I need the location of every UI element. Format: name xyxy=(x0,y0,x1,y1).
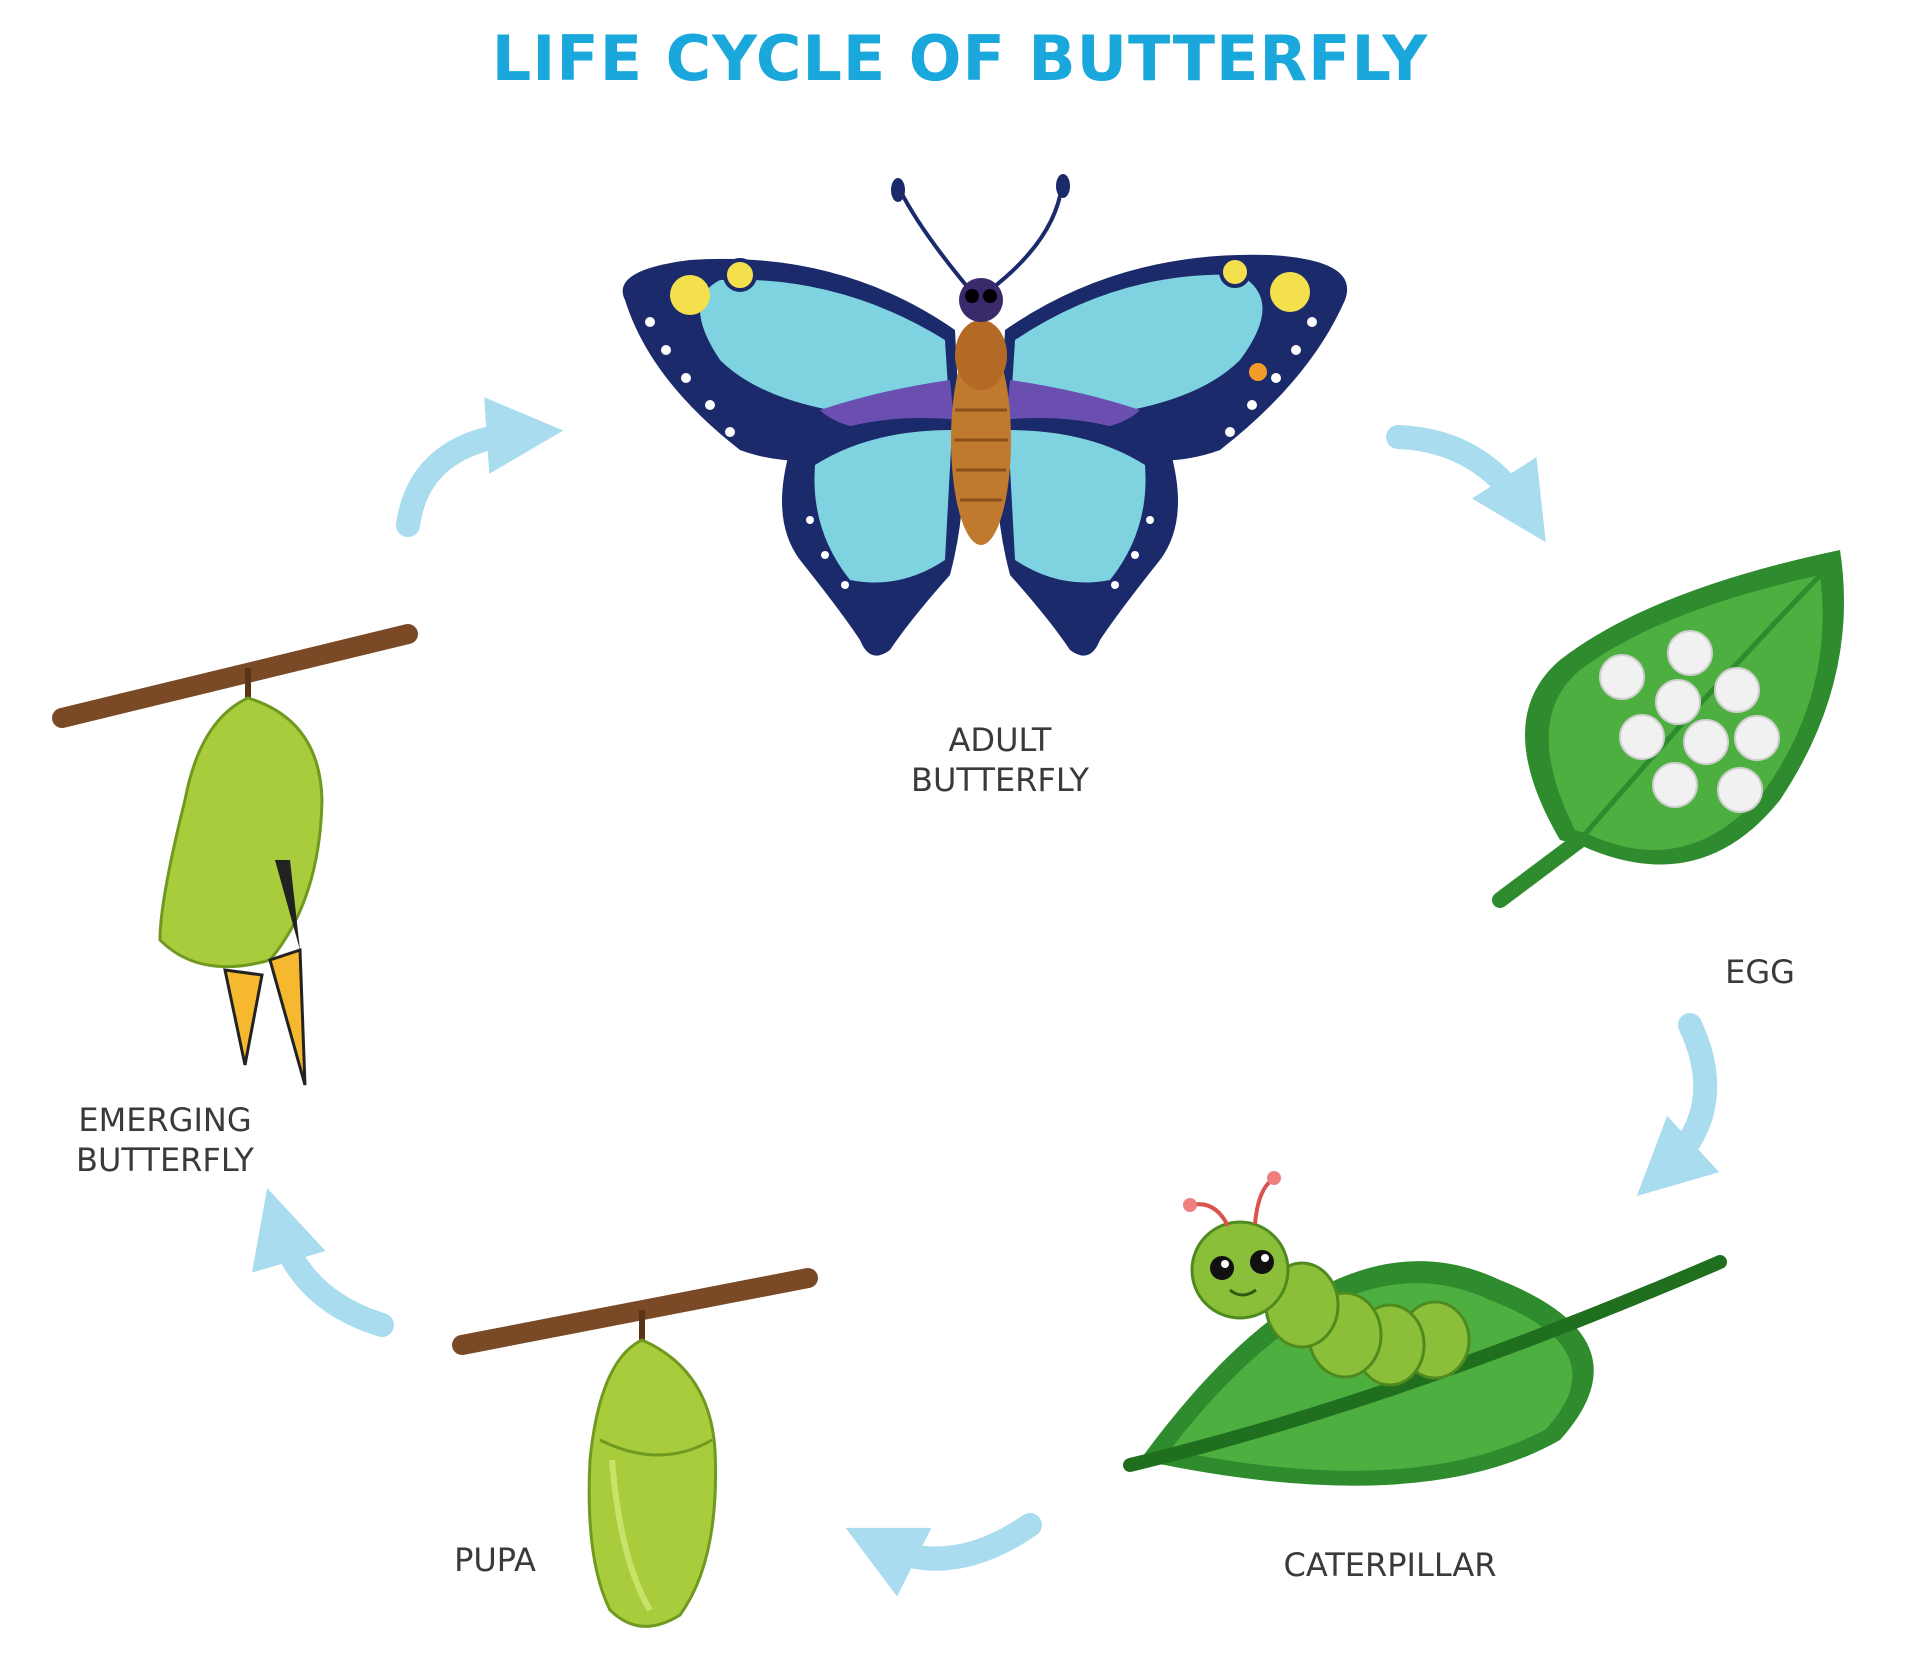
label-emerging-butterfly: EMERGING BUTTERFLY xyxy=(30,1100,300,1180)
label-emerging-line1: EMERGING xyxy=(78,1101,252,1139)
label-egg-line1: EGG xyxy=(1725,953,1795,991)
arrow-emerging-to-adult-icon xyxy=(396,397,564,537)
label-pupa: PUPA xyxy=(420,1540,570,1580)
label-caterpillar-line1: CATERPILLAR xyxy=(1283,1546,1497,1584)
caterpillar-on-leaf-icon xyxy=(1123,1171,1727,1486)
page-title: LIFE CYCLE OF BUTTERFLY xyxy=(491,22,1429,95)
arrow-pupa-to-emerging-icon xyxy=(251,1188,394,1337)
arrow-egg-to-caterpillar-icon xyxy=(1636,1013,1720,1197)
emerging-butterfly-icon xyxy=(52,624,418,1086)
chrysalis-icon xyxy=(452,1268,818,1628)
label-emerging-line2: BUTTERFLY xyxy=(76,1141,254,1179)
butterfly-icon xyxy=(622,174,1348,656)
arrow-adult-to-egg-icon xyxy=(1386,425,1546,543)
label-adult-line2: BUTTERFLY xyxy=(911,761,1089,799)
label-adult-butterfly: ADULT BUTTERFLY xyxy=(860,720,1140,800)
leaf-with-eggs-icon xyxy=(1492,550,1844,908)
cycle-arrows xyxy=(251,397,1720,1597)
label-adult-line1: ADULT xyxy=(948,721,1052,759)
arrow-caterpillar-to-pupa-icon xyxy=(845,1513,1042,1597)
label-egg: EGG xyxy=(1680,952,1840,992)
label-caterpillar: CATERPILLAR xyxy=(1240,1545,1540,1585)
label-pupa-line1: PUPA xyxy=(454,1541,536,1579)
